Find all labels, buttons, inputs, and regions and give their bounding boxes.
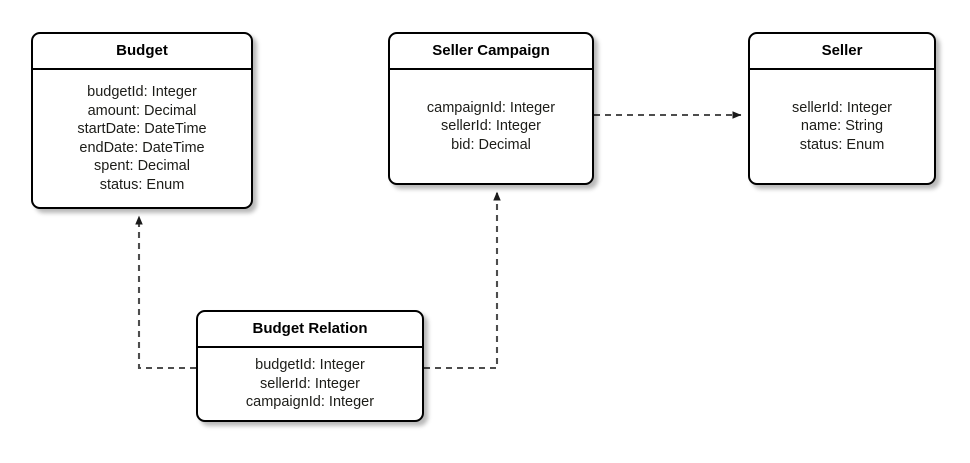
entity-seller-campaign[interactable]: Seller Campaign campaignId: Integer sell… xyxy=(388,32,594,185)
entity-attribute-list: campaignId: Integer sellerId: Integer bi… xyxy=(390,70,592,183)
entity-attribute-list: budgetId: Integer amount: Decimal startD… xyxy=(33,70,251,207)
connector-budget-relation-to-seller-campaign xyxy=(424,191,501,370)
entity-title: Budget Relation xyxy=(198,312,422,348)
connector-budget-relation-to-budget xyxy=(135,215,196,370)
attribute-row: sellerId: Integer xyxy=(260,375,360,392)
attribute-row: endDate: DateTime xyxy=(79,139,205,156)
attribute-row: bid: Decimal xyxy=(451,136,531,153)
attribute-row: sellerId: Integer xyxy=(792,99,892,116)
entity-budget-relation[interactable]: Budget Relation budgetId: Integer seller… xyxy=(196,310,424,422)
attribute-row: amount: Decimal xyxy=(87,102,197,119)
attribute-row: campaignId: Integer xyxy=(245,394,375,411)
attribute-row: budgetId: Integer xyxy=(255,357,365,374)
attribute-row: sellerId: Integer xyxy=(441,118,541,135)
attribute-row: startDate: DateTime xyxy=(77,121,207,137)
entity-seller[interactable]: Seller sellerId: Integer name: String st… xyxy=(748,32,936,185)
entity-title: Seller Campaign xyxy=(390,34,592,70)
entity-title: Budget xyxy=(33,34,251,70)
attribute-row: status: Enum xyxy=(799,136,885,153)
attribute-row: spent: Decimal xyxy=(94,158,190,174)
entity-budget[interactable]: Budget budgetId: Integer amount: Decimal… xyxy=(31,32,253,209)
entity-attribute-list: sellerId: Integer name: String status: E… xyxy=(750,70,934,183)
attribute-row: name: String xyxy=(800,118,884,135)
entity-title: Seller xyxy=(750,34,934,70)
entity-attribute-list: budgetId: Integer sellerId: Integer camp… xyxy=(198,348,422,420)
attribute-row: budgetId: Integer xyxy=(87,84,197,100)
attribute-row: status: Enum xyxy=(99,176,185,193)
attribute-row: campaignId: Integer xyxy=(426,99,556,116)
